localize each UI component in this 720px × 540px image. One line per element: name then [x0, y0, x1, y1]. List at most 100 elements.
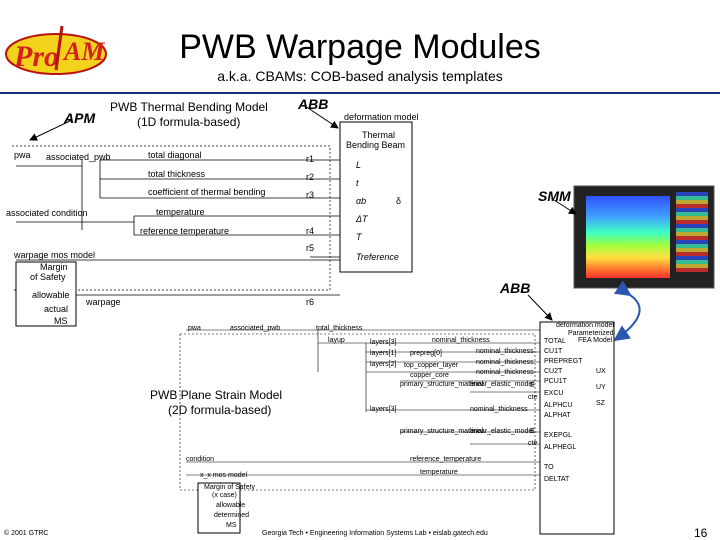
warpage-label: warpage: [86, 297, 121, 307]
nominal-thickness-5: nominal_thickness: [470, 406, 528, 413]
var-t: t: [356, 178, 359, 188]
smm-plot: [586, 196, 670, 278]
apm-label: APM: [64, 110, 96, 126]
layers-2: layers[2]: [370, 361, 397, 368]
bottom-deformation-label: deformation model: [556, 322, 614, 329]
bottom-associated-pwb: associated_pwb: [230, 325, 281, 332]
temperature-label: temperature: [156, 207, 205, 217]
nominal-thickness-2: nominal_thickness: [476, 348, 534, 355]
total-thickness-label: total thickness: [148, 169, 206, 179]
var-tref: Treference: [356, 252, 399, 262]
bottom-caption-1: PWB Plane Strain Model: [150, 388, 283, 402]
svg-text:AM: AM: [62, 37, 105, 66]
port-cu2t: CU2T: [544, 368, 563, 375]
top-model-caption-1: PWB Thermal Bending Model: [110, 100, 268, 114]
port-sz: SZ: [596, 400, 605, 407]
smm-label: SMM: [538, 188, 571, 204]
abb-label-top: ABB: [298, 96, 329, 112]
port-deltat: DELTAT: [544, 476, 570, 483]
e-label-1: E: [530, 382, 535, 389]
deformation-model-label: deformation model: [344, 112, 419, 122]
footer-center: Georgia Tech • Engineering Information S…: [262, 530, 488, 537]
nominal-thickness-3: nominal_thickness: [476, 359, 534, 366]
linear-elastic-1: linear_elastic_model: [470, 381, 534, 388]
margin-label-2: of Safety: [30, 272, 66, 282]
coef-thermal-bending-label: coefficient of thermal bending: [148, 187, 266, 197]
cte-label-2: cte: [528, 440, 538, 447]
bottom-caption-2: (2D formula-based): [168, 403, 272, 417]
bottom-pwa: pwa: [188, 325, 201, 332]
bottom-total-thickness: total_thickness: [316, 325, 363, 332]
associated-condition-label: associated condition: [6, 208, 88, 218]
mos-model-label: x_x mos model: [200, 472, 248, 479]
port-cu1t: CU1T: [544, 348, 563, 355]
title-rule: [0, 92, 720, 94]
primary-structure-1: primary_structure_material: [400, 381, 484, 388]
page-number: 16: [694, 526, 708, 540]
layers-3: layers[3]: [370, 406, 397, 413]
relation-r2: r2: [306, 172, 315, 182]
port-alphegl: ALPHEGL: [544, 444, 577, 451]
relation-r3: r3: [306, 190, 315, 200]
margin-bottom-1: Margin of Safety: [204, 484, 255, 491]
footer-copyright: © 2001 GTRC: [4, 530, 49, 537]
beam-title-2: Bending Beam: [346, 140, 406, 150]
associated-pwb-label: associated_pwb: [46, 152, 111, 162]
margin-label-1: Margin: [40, 262, 68, 272]
pwa-label: pwa: [14, 150, 31, 160]
var-temp: T: [356, 232, 362, 242]
top-model-caption-2: (1D formula-based): [137, 115, 241, 129]
relation-r6: r6: [306, 297, 315, 307]
ms-bottom: MS: [226, 522, 237, 529]
prepreg-label: prepreg[0]: [410, 350, 442, 357]
port-total: TOTAL: [544, 338, 566, 345]
copper-core-label: copper_core: [410, 372, 449, 379]
logo-graphic: Pro AM: [5, 25, 107, 75]
port-excu: EXCU: [544, 390, 564, 397]
logo: Pro AM: [4, 20, 114, 80]
ms-label: MS: [54, 316, 68, 326]
var-delta: δ: [396, 196, 402, 206]
top-copper-label: top_copper_layer: [404, 362, 459, 369]
allowable-label: allowable: [32, 290, 70, 300]
svg-text:Pro: Pro: [13, 40, 59, 73]
primary-structure-2: primary_structure_material: [400, 428, 484, 435]
page-title: PWB Warpage Modules: [179, 28, 541, 66]
reference-temperature-label: reference temperature: [140, 226, 230, 236]
abb-label-bottom: ABB: [500, 280, 531, 296]
relation-r5: r5: [306, 243, 315, 253]
port-alphat: ALPHAT: [544, 412, 571, 419]
port-uy: UY: [596, 384, 606, 391]
layers-0: layers[3]: [370, 339, 397, 346]
fea-model-label: FEA Model: [578, 337, 613, 344]
port-alphcu: ALPHCU: [544, 402, 573, 409]
total-diagonal-label: total diagonal: [148, 150, 202, 160]
var-delta-t: ΔT: [356, 214, 368, 224]
port-exepgl: EXEPGL: [544, 432, 573, 439]
condition-label: condition: [186, 456, 215, 463]
layup-label: layup: [328, 337, 345, 344]
port-prepregt: PREPREGT: [544, 358, 583, 365]
port-ux: UX: [596, 368, 606, 375]
nominal-thickness-1: nominal_thickness: [432, 337, 490, 344]
port-to: TO: [544, 464, 554, 471]
margin-bottom-2: (x case): [212, 492, 237, 499]
relation-r1: r1: [306, 154, 315, 164]
cte-label-1: cte: [528, 394, 538, 401]
allowable-bottom: allowable: [216, 502, 246, 509]
warpage-mos-model-label: warpage mos model: [14, 250, 96, 260]
var-alpha: αb: [356, 196, 367, 206]
temp-bottom: temperature: [420, 469, 458, 476]
relation-r4: r4: [306, 226, 315, 236]
actual-label: actual: [44, 304, 69, 314]
linear-elastic-2: linear_elastic_model: [470, 428, 534, 435]
page-subtitle: a.k.a. CBAMs: COB-based analysis templat…: [217, 68, 503, 84]
parameterized-label: Parameterized: [568, 330, 614, 337]
port-pcu1t: PCU1T: [544, 378, 567, 385]
nominal-thickness-4: nominal_thickness: [476, 369, 534, 376]
beam-title-1: Thermal: [362, 130, 396, 140]
determined-bottom: determined: [214, 512, 250, 519]
var-l: L: [356, 160, 362, 170]
e-label-2: E: [530, 428, 535, 435]
ref-temp-bottom: reference_temperature: [410, 456, 482, 463]
